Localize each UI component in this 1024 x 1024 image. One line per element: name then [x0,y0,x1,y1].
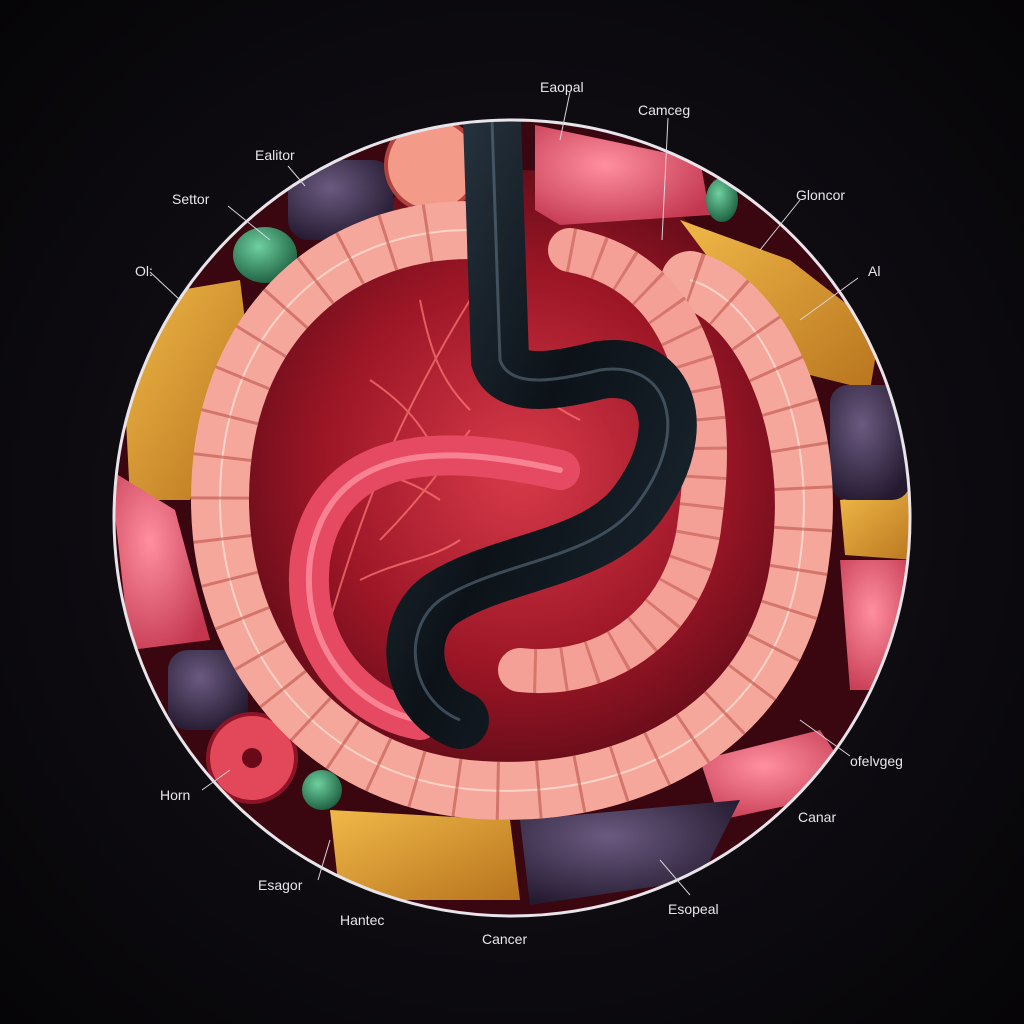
leader-lines [149,91,859,896]
label-ofelvgeg: ofelvgeg [850,753,903,769]
label-esophageal-bottom: Esopeal [668,901,719,917]
grape-cluster-left [168,650,248,730]
esophagus-highlight [305,452,563,723]
fat-block-bottom [330,810,520,900]
label-esagor: Esagor [258,877,303,893]
green-gland-bottom-left [302,770,342,810]
label-sector: Settor [172,191,210,207]
label-editor: Ealitor [255,147,295,163]
organ-opening [242,748,262,768]
green-gland-top-right [706,178,738,222]
label-cancer-bottom: Cancer [482,931,527,947]
label-al: Al [868,263,880,279]
label-canar: Canar [798,809,836,825]
label-ol: Ol: [135,263,153,279]
green-gland-top-left [233,227,297,283]
fat-block-right [680,220,880,390]
dark-tube-highlight [413,120,670,722]
label-hantec: Hantec [340,912,384,928]
cross-section [114,120,910,916]
label-gloncor: Gloncor [796,187,845,203]
label-horn: Horn [160,787,190,803]
intestine-highlight [218,229,805,792]
grape-cluster-right [830,385,910,500]
label-esophageal-top: Eaopal [540,79,584,95]
pink-tissue-left [114,470,210,650]
diagram-rim [112,118,912,918]
fat-block-right-small [840,490,910,560]
intestine-inner [498,228,727,694]
pink-tissue-top [535,125,710,225]
label-cancer-top-right: Camceg [638,102,690,118]
